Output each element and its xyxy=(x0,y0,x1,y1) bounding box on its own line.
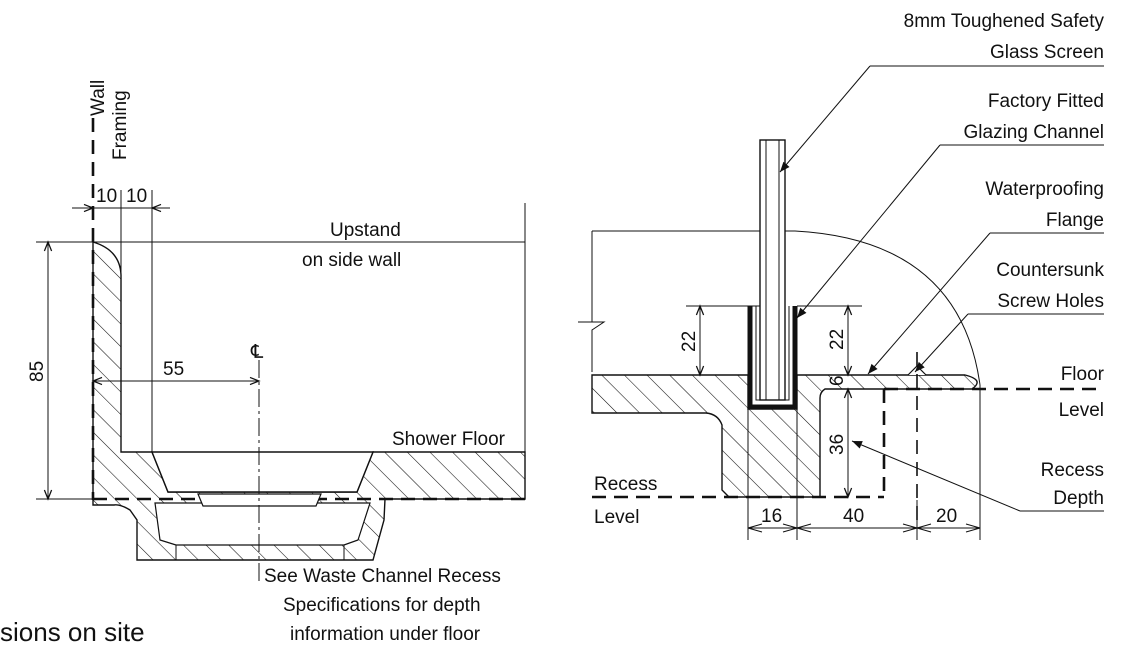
right-section-detail: 22 22 6 36 16 40 20 8mm Tou xyxy=(578,11,1105,540)
dim-22-left: 22 xyxy=(679,331,700,352)
channel-recess-inner xyxy=(154,502,371,546)
dim-6: 6 xyxy=(827,375,848,386)
dim-40: 40 xyxy=(843,506,864,527)
flange-label-2: Flange xyxy=(1046,210,1104,231)
dim-10a: 10 xyxy=(96,186,117,207)
dim-36: 36 xyxy=(827,434,848,455)
note-line2: Specifications for depth xyxy=(283,595,481,616)
glass-label-1: 8mm Toughened Safety xyxy=(904,11,1105,32)
left-section-detail: 10 10 85 55 ℄ Wall Framing Upstand on si… xyxy=(0,80,526,647)
screw-label-1: Countersunk xyxy=(996,260,1104,281)
upstand-arc xyxy=(794,230,981,386)
depth-label-1: Recess xyxy=(1041,460,1104,481)
glass-panel xyxy=(759,139,786,401)
floor-label-1: Floor xyxy=(1061,364,1105,385)
right-tray-profile xyxy=(591,374,978,498)
left-tray-profile xyxy=(92,241,526,561)
framing-label: Framing xyxy=(110,90,131,160)
shower-floor-label: Shower Floor xyxy=(392,429,506,450)
dim-55: 55 xyxy=(163,359,184,380)
channel-label-2: Glazing Channel xyxy=(964,122,1104,143)
right-break-line xyxy=(578,231,606,372)
channel-label-1: Factory Fitted xyxy=(988,91,1104,112)
dim-16: 16 xyxy=(761,506,782,527)
upstand-line2: on side wall xyxy=(302,250,401,271)
glass-label-2: Glass Screen xyxy=(990,42,1104,63)
recess-label-1: Recess xyxy=(594,474,657,495)
flange-label-1: Waterproofing xyxy=(985,179,1104,200)
wall-label: Wall xyxy=(88,80,109,116)
screw-label-2: Screw Holes xyxy=(997,291,1104,312)
glazing-channel xyxy=(747,306,798,410)
dim-22-right: 22 xyxy=(827,329,848,350)
dim-85: 85 xyxy=(27,361,48,382)
note-line3: information under floor xyxy=(290,624,481,645)
partial-text: sions on site xyxy=(0,617,145,647)
note-line1: See Waste Channel Recess xyxy=(264,566,501,587)
upstand-line1: Upstand xyxy=(330,220,401,241)
recess-label-2: Level xyxy=(594,507,639,528)
centerline-symbol: ℄ xyxy=(250,342,264,363)
dim-20: 20 xyxy=(936,506,957,527)
dim-10b: 10 xyxy=(126,186,147,207)
floor-label-2: Level xyxy=(1059,400,1104,421)
depth-label-2: Depth xyxy=(1053,488,1104,509)
waste-channel xyxy=(150,451,375,493)
